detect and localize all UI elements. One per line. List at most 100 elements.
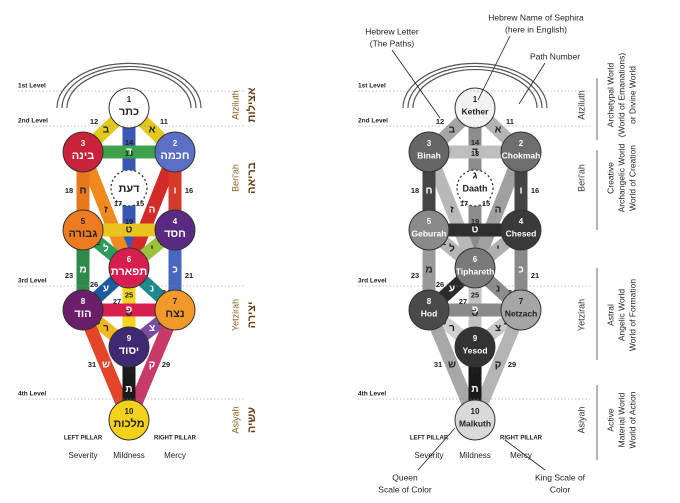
annotation-queen-scale-sub: Scale of Color — [378, 484, 432, 494]
world-name-left: Atziluth — [230, 90, 240, 120]
path-letter-18: ח — [79, 186, 86, 197]
sephira-number-netzach: 7 — [519, 297, 524, 306]
world-description: Creative — [605, 162, 615, 194]
world-description: World of Formation — [627, 279, 637, 351]
path-17 — [76, 149, 136, 271]
world-description: Angelic World — [616, 289, 626, 342]
sephira-malkuth — [454, 399, 496, 441]
sephira-name-binah: Binah — [417, 150, 441, 160]
world-name-right: Asiyah — [576, 406, 586, 433]
pillar-quality-mildness: Mildness — [113, 451, 145, 460]
path-letter-15: ה — [149, 205, 156, 216]
world-description: Astral — [605, 304, 615, 326]
veil-arc — [407, 65, 543, 109]
sephira-number-tiphareth: 6 — [127, 255, 132, 264]
level-label: 3rd Level — [18, 278, 47, 285]
sephira-number-chesed: 4 — [519, 217, 524, 226]
path-letter-17: ז — [450, 205, 454, 216]
level-label: 2nd Level — [358, 118, 388, 125]
path-17 — [422, 149, 482, 271]
path-number-12: 12 — [90, 117, 98, 126]
sephira-netzach — [154, 289, 196, 331]
path-number-21: 21 — [185, 271, 193, 280]
veil-arc — [66, 68, 192, 109]
path-number-27: 27 — [459, 297, 467, 306]
path-number-25: 25 — [471, 290, 479, 299]
left-pillar-label: LEFT PILLAR — [410, 436, 449, 442]
level-label: 1st Level — [18, 83, 46, 90]
sephira-number-malkuth: 10 — [471, 407, 480, 416]
sephira-number-hod: 8 — [427, 297, 432, 306]
path-number-13: 13 — [125, 149, 133, 158]
world-hebrew: אצילות — [245, 87, 258, 123]
sephira-name-kether: כתר — [119, 106, 139, 118]
path-letter-21: כ — [172, 265, 178, 276]
annotation-hebrew-letter: Hebrew Letter — [365, 26, 419, 36]
right-pillar-label: RIGHT PILLAR — [500, 436, 543, 442]
path-number-26: 26 — [90, 280, 98, 289]
sephira-binah — [408, 131, 450, 173]
sephira-binah — [62, 131, 104, 173]
sephira-malkuth — [108, 399, 150, 441]
sephira-name-malkuth: Malkuth — [459, 418, 491, 428]
path-letter-31: ש — [448, 360, 456, 371]
sephira-chesed — [500, 209, 542, 251]
world-name-left: Yetzirah — [230, 299, 240, 331]
world-name-right: Beri'ah — [576, 164, 586, 192]
annotation-hebrew-name: Hebrew Name of Sephira — [488, 12, 584, 22]
sephira-name-netzach: נצח — [165, 308, 184, 320]
path-letter-22: ל — [449, 243, 455, 255]
sephira-yesod — [108, 326, 150, 368]
path-number-29: 29 — [162, 360, 170, 369]
sephira-name-chokmah: Chokmah — [502, 150, 541, 160]
pillar-quality-severity: Severity — [69, 451, 98, 460]
path-letter-30: ר — [103, 323, 109, 334]
sephira-chesed — [154, 209, 196, 251]
sephira-chokmah — [154, 131, 196, 173]
path-number-16: 16 — [185, 186, 193, 195]
world-name-right: Yetzirah — [576, 299, 586, 331]
daath-label: Daath — [462, 183, 487, 193]
path-number-16: 16 — [531, 186, 539, 195]
sephira-name-geburah: Geburah — [412, 228, 447, 238]
world-description: Archangelic World — [616, 143, 626, 212]
path-letter-22: ל — [103, 243, 109, 255]
sephira-kether — [454, 87, 496, 129]
annotation-leader — [417, 427, 456, 471]
path-letter-25: ס — [472, 308, 479, 319]
world-description: Material World — [616, 392, 626, 447]
sephira-name-chokmah: חכמה — [160, 150, 189, 162]
annotation-leader — [504, 439, 546, 471]
sephira-number-kether: 1 — [473, 95, 478, 104]
path-letter-28: צ — [149, 323, 155, 334]
sephira-name-yesod: Yesod — [462, 345, 487, 355]
path-number-31: 31 — [434, 360, 442, 369]
world-name-left: Beri'ah — [230, 164, 240, 192]
pillar-quality-severity: Severity — [415, 451, 444, 460]
path-letter-27: פ — [126, 305, 133, 316]
right-pillar-label: RIGHT PILLAR — [154, 436, 197, 442]
path-letter-32: ת — [125, 384, 132, 395]
path-number-15: 15 — [136, 199, 144, 208]
sephira-name-hod: Hod — [421, 308, 438, 318]
sephira-number-yesod: 9 — [127, 334, 132, 343]
path-number-32: 32 — [125, 366, 133, 375]
path-letter-23: מ — [425, 265, 432, 276]
daath-circle — [110, 169, 148, 207]
pillar-quality-mercy: Mercy — [164, 451, 186, 460]
sephira-name-chesed: Chesed — [506, 228, 537, 238]
path-number-19: 19 — [471, 217, 479, 226]
world-name-right: Atziluth — [576, 90, 586, 120]
path-letter-13: ג — [127, 171, 132, 182]
sephira-name-yesod: יסוד — [119, 345, 140, 357]
annotation-path-number: Path Number — [530, 51, 580, 61]
sephira-number-netzach: 7 — [173, 297, 178, 306]
path-letter-14: ד — [472, 147, 478, 158]
path-number-32: 32 — [471, 366, 479, 375]
annotation-leader — [391, 49, 441, 119]
path-letter-23: מ — [79, 265, 86, 276]
sephira-number-chokmah: 2 — [519, 139, 524, 148]
sephira-number-chokmah: 2 — [173, 139, 178, 148]
sephira-yesod — [454, 326, 496, 368]
